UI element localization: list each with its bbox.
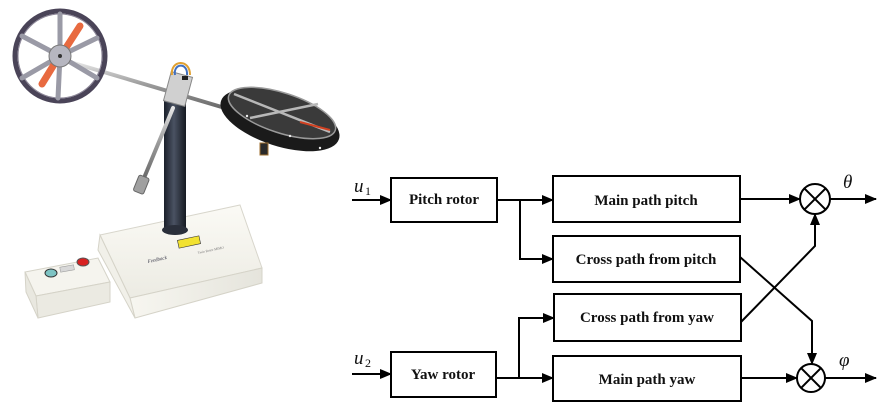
apparatus-photo: Feedback Twin Rotor MIMO [12,8,340,319]
input-u2-symbol: u [354,348,364,369]
main-rotor [220,86,340,156]
pivot-head [162,62,194,107]
block-cross-path-from-pitch-label: Cross path from pitch [576,252,717,268]
block-cross-path-from-yaw: Cross path from yaw [553,293,742,342]
multiplier-theta [799,183,831,215]
output-phi-label: φ [839,350,850,371]
arrow-yaw-to-cross-path-from-yaw [518,313,555,378]
counterweight [133,106,175,195]
block-cross-path-from-yaw-label: Cross path from yaw [580,310,714,326]
model-label: Twin Rotor MIMO [197,245,224,255]
input-u2-subscript: 2 [365,356,371,370]
wires-pitch-rotor-out [497,195,554,264]
pivot-tower [162,96,188,235]
block-main-path-pitch-label: Main path pitch [594,193,698,209]
warning-label [177,235,201,249]
block-yaw-rotor: Yaw rotor [390,351,497,398]
output-theta-label: θ [843,172,852,193]
emergency-stop-icon [76,257,90,267]
block-diagram: u 1 u 2 Pitch rotor Yaw rotor Main path … [352,172,877,402]
block-main-path-yaw: Main path yaw [552,355,742,402]
arrow-cross-pitch-to-mult-phi [739,256,817,365]
tail-rotor [12,8,108,104]
multiplier-phi [796,363,826,393]
control-box [24,257,111,319]
input-u1-subscript: 1 [365,184,371,198]
input-u1-symbol: u [354,176,364,197]
arrow-cross-yaw-to-mult-theta [740,213,820,323]
block-main-path-yaw-label: Main path yaw [599,372,696,388]
brand-logo: Feedback [146,256,168,265]
block-pitch-rotor-label: Pitch rotor [409,192,479,208]
wires-yaw-rotor-out [496,313,555,383]
input-u1: u 1 [352,176,392,205]
block-cross-path-from-pitch: Cross path from pitch [552,235,741,283]
block-pitch-rotor: Pitch rotor [390,177,498,223]
input-u2: u 2 [352,348,392,379]
base-unit: Feedback Twin Rotor MIMO [97,204,263,319]
arrow-pitch-to-cross-path-from-pitch [519,200,554,264]
block-yaw-rotor-label: Yaw rotor [411,367,476,383]
beam [69,60,226,110]
start-button-icon [44,268,58,278]
block-main-path-pitch: Main path pitch [552,175,741,223]
